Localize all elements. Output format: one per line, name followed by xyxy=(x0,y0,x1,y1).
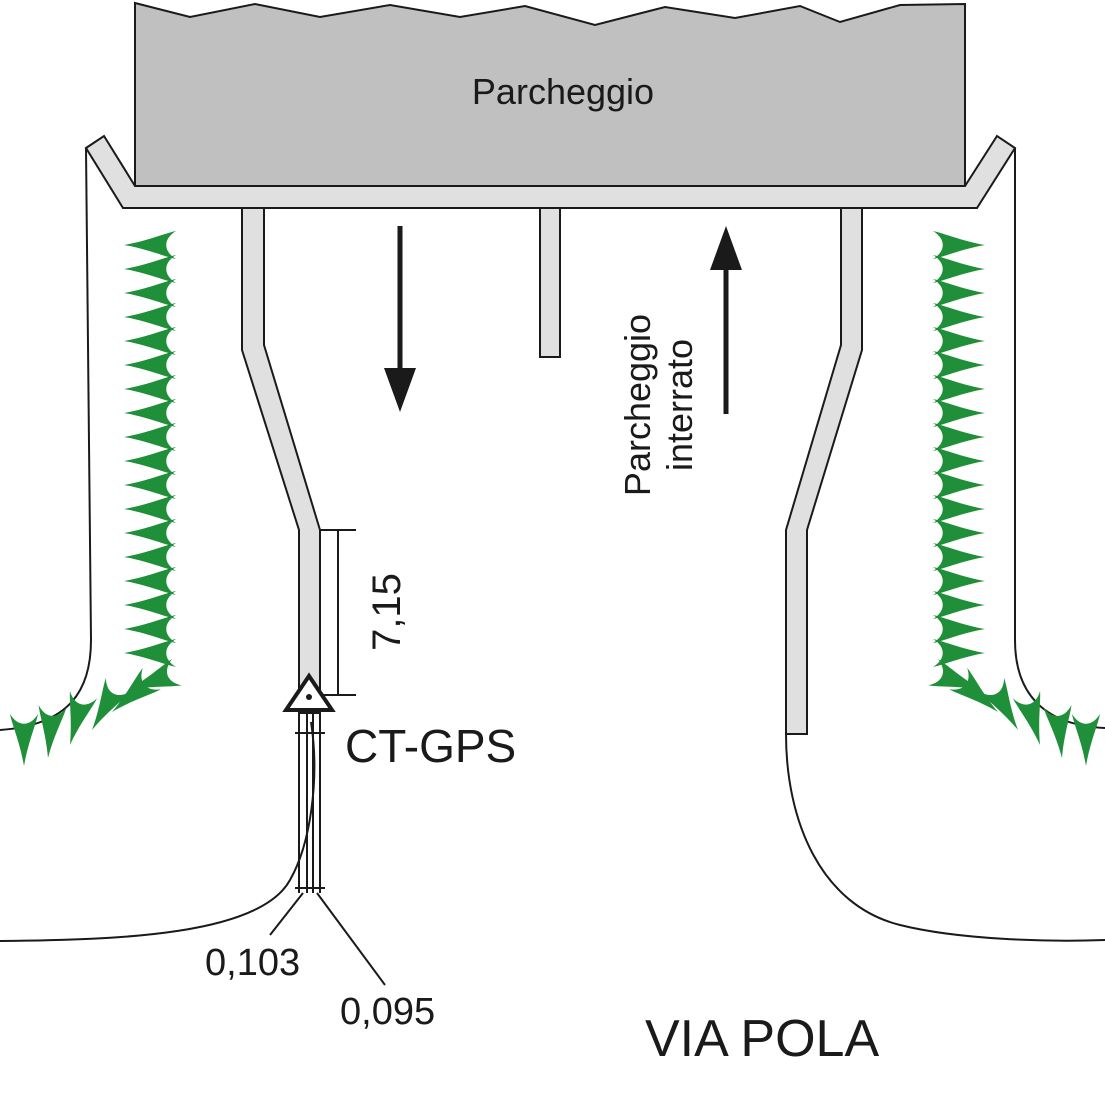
hedge-left xyxy=(10,231,182,766)
leaf xyxy=(933,543,985,571)
leaf xyxy=(933,303,985,331)
underground-parking-label-line2: interrato xyxy=(659,339,700,471)
leaf xyxy=(1072,714,1100,766)
leaf xyxy=(124,471,176,499)
left-boundary-line xyxy=(0,147,93,731)
offset-label-b: 0,095 xyxy=(340,991,435,1033)
underground-parking-label-line1: Parcheggio xyxy=(617,314,658,496)
leaf xyxy=(933,471,985,499)
right-boundary-line xyxy=(1014,148,1105,729)
arrow-down-icon xyxy=(384,226,416,412)
leaf xyxy=(124,327,176,355)
leaf xyxy=(92,677,131,730)
leaf xyxy=(933,639,985,667)
leaf xyxy=(124,495,176,523)
leaf xyxy=(933,519,985,547)
leaf xyxy=(124,399,176,427)
leaf xyxy=(124,303,176,331)
leaf xyxy=(112,667,161,712)
hedge-right xyxy=(928,231,1100,766)
leaf xyxy=(933,591,985,619)
leaf xyxy=(933,615,985,643)
station-label: CT-GPS xyxy=(345,720,516,772)
leaf xyxy=(933,495,985,523)
front-wall xyxy=(84,134,1017,209)
leaf xyxy=(1043,704,1072,758)
leaf xyxy=(124,543,176,571)
leaf xyxy=(124,591,176,619)
leaf xyxy=(933,327,985,355)
parking-building-label: Parcheggio xyxy=(472,71,654,112)
street-label: VIA POLA xyxy=(645,1010,879,1068)
leaf xyxy=(1013,691,1041,745)
underground-parking-label: Parcheggio interrato xyxy=(617,314,700,496)
dimension-7-15-label: 7,15 xyxy=(365,573,409,651)
leaf xyxy=(933,279,985,307)
offset-measure-lines xyxy=(269,713,386,986)
dimension-7-15 xyxy=(320,529,356,696)
leaf xyxy=(124,351,176,379)
leaf xyxy=(933,231,985,259)
leaf xyxy=(933,351,985,379)
leaf xyxy=(124,255,176,283)
right-ramp-wall xyxy=(785,207,863,735)
leaf xyxy=(949,667,998,712)
leaf xyxy=(933,399,985,427)
leaf xyxy=(38,704,67,758)
leaf xyxy=(933,423,985,451)
offset-label-a: 0,103 xyxy=(205,942,300,984)
left-curb-line xyxy=(0,721,316,942)
leaf xyxy=(124,519,176,547)
right-curb-line xyxy=(785,733,1105,942)
leaf xyxy=(933,567,985,595)
left-ramp-wall xyxy=(241,207,321,714)
leaf xyxy=(124,567,176,595)
leaf xyxy=(979,677,1018,730)
leaf xyxy=(124,639,176,667)
leaf xyxy=(124,231,176,259)
leaf xyxy=(933,447,985,475)
parking-building xyxy=(134,1,966,187)
leaf xyxy=(124,375,176,403)
arrow-up-icon xyxy=(710,226,742,414)
leaf xyxy=(124,423,176,451)
leaf xyxy=(69,691,97,745)
leaf xyxy=(10,714,38,766)
leaf xyxy=(124,447,176,475)
leaf xyxy=(933,255,985,283)
leaf xyxy=(124,615,176,643)
triangle-icon xyxy=(282,672,336,712)
leaf xyxy=(933,375,985,403)
leaf xyxy=(124,279,176,307)
center-divider xyxy=(539,207,561,358)
